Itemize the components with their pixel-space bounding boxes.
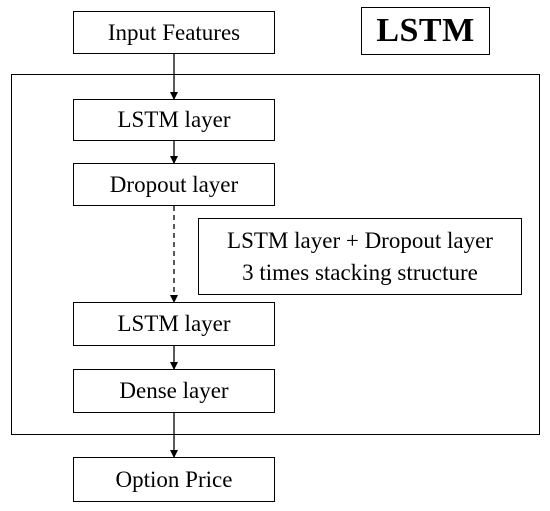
lstm-layer-node-top: LSTM layer [73,99,275,141]
stacking-structure-note: LSTM layer + Dropout layer 3 times stack… [198,218,522,295]
lstm-model-frame [11,74,540,435]
lstm-layer-node-bottom: LSTM layer [73,302,275,346]
note-line-2: 3 times stacking structure [242,259,478,285]
dropout-layer-node: Dropout layer [73,163,275,206]
option-price-node: Option Price [73,457,275,502]
note-line-1: LSTM layer + Dropout layer [227,227,493,253]
diagram-title: LSTM [361,7,490,55]
input-features-node: Input Features [73,11,275,54]
dense-layer-node: Dense layer [73,369,275,413]
